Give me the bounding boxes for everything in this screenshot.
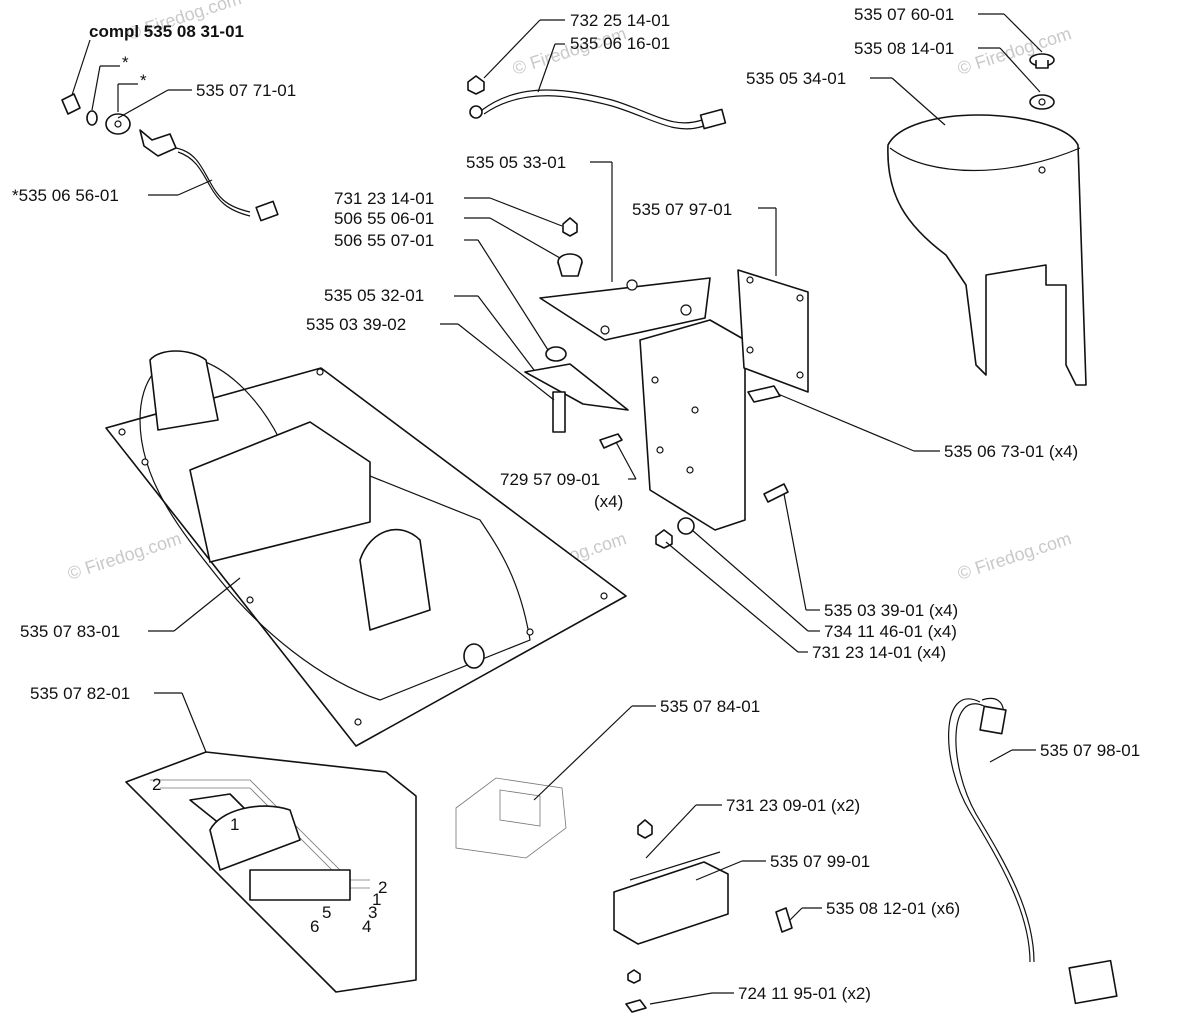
part-label: 731 23 09-01 (x2) — [726, 796, 860, 815]
panel-535-07-97 — [737, 269, 809, 403]
part-label: 535 05 32-01 — [324, 286, 424, 305]
board-number: 2 — [378, 878, 387, 897]
part-label: 535 07 82-01 — [30, 684, 130, 703]
watermark: © Firedog.com — [955, 23, 1074, 79]
asterisk-note: * — [122, 53, 129, 72]
watermark: © Firedog.com — [955, 528, 1074, 584]
part-label: 506 55 07-01 — [334, 231, 434, 250]
cover-535-05-34 — [887, 53, 1087, 386]
cable-535-07-98 — [948, 697, 1118, 1005]
hardware-bottom-bracket — [655, 483, 789, 549]
part-label: 506 55 06-01 — [334, 209, 434, 228]
part-label: 535 07 97-01 — [632, 200, 732, 219]
board-number: 6 — [310, 917, 319, 936]
part-label: 535 08 12-01 (x6) — [826, 899, 960, 918]
part-label: 535 03 39-01 (x4) — [824, 601, 958, 620]
part-label: 535 06 73-01 (x4) — [944, 442, 1078, 461]
part-label: 535 03 39-02 — [306, 315, 406, 334]
asterisk-note: * — [140, 71, 147, 90]
part-label: 535 05 33-01 — [466, 153, 566, 172]
bracket-assembly — [524, 217, 746, 531]
board-number: 2 — [152, 775, 161, 794]
sheet-535-07-84 — [455, 777, 567, 859]
part-labels: compl 535 08 31-01 * * 535 07 71-01 *535… — [12, 5, 1140, 1003]
board-number: 4 — [362, 917, 371, 936]
part-label: 535 07 84-01 — [660, 697, 760, 716]
board-number: 3 — [368, 903, 377, 922]
board-535-07-82: 2 1 2 1 3 4 5 6 — [125, 751, 417, 993]
part-label: (x4) — [594, 492, 623, 511]
board-number: 1 — [372, 890, 381, 909]
board-number: 1 — [230, 815, 239, 834]
part-label: 731 23 14-01 — [334, 189, 434, 208]
part-label: 535 07 83-01 — [20, 622, 120, 641]
part-label: 535 08 14-01 — [854, 39, 954, 58]
board-number: 5 — [322, 903, 331, 922]
part-label: 732 25 14-01 — [570, 11, 670, 30]
terminal-block — [613, 819, 793, 1013]
part-label: 535 07 99-01 — [770, 852, 870, 871]
switch-cable-assembly — [61, 93, 279, 222]
watermark: © Firedog.com — [65, 528, 184, 584]
part-label: 724 11 95-01 (x2) — [738, 984, 871, 1003]
cable-535-06-16 — [467, 75, 727, 130]
part-label: 535 05 34-01 — [746, 69, 846, 88]
assembly-title: compl 535 08 31-01 — [89, 22, 244, 41]
part-label: 729 57 09-01 — [500, 470, 600, 489]
part-label: 734 11 46-01 (x4) — [824, 622, 957, 641]
part-label: 731 23 14-01 (x4) — [812, 643, 946, 662]
leader-lines — [71, 13, 1043, 1005]
part-label: 535 07 71-01 — [196, 81, 296, 100]
part-label: 535 06 16-01 — [570, 34, 670, 53]
part-label: 535 07 98-01 — [1040, 741, 1140, 760]
part-label: *535 06 56-01 — [12, 186, 119, 205]
base-plate-535-07-83 — [105, 350, 627, 747]
part-label: 535 07 60-01 — [854, 5, 954, 24]
